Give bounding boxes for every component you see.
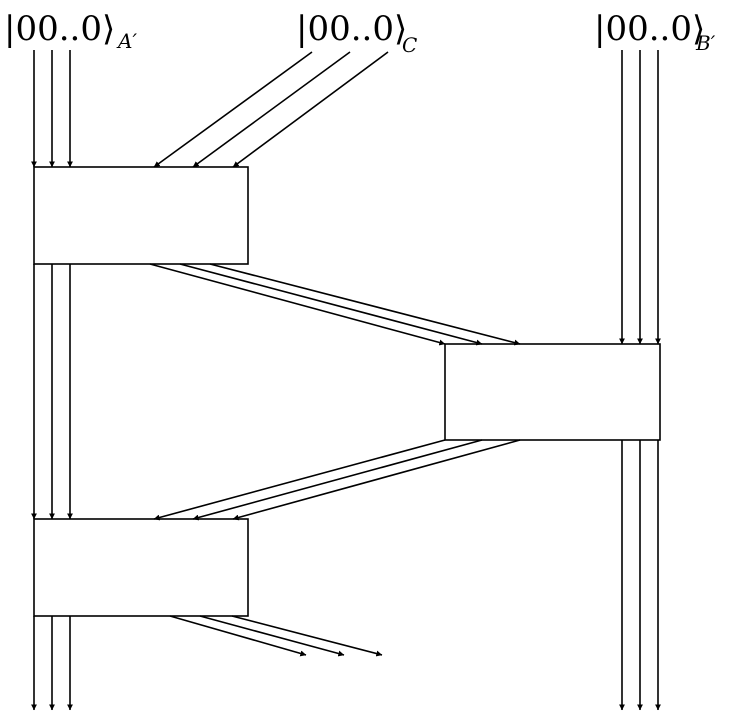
label-c-ket: |00..0⟩ xyxy=(296,9,407,49)
label-b-prime: |00..0⟩ B′ xyxy=(594,9,716,55)
box-bottom-left xyxy=(33,518,249,617)
wires-top-to-middle xyxy=(149,263,521,346)
label-a-sub: A′ xyxy=(116,29,137,53)
label-c-sub: C xyxy=(402,33,417,57)
label-b-sub: B′ xyxy=(695,31,716,55)
wires-a-input xyxy=(31,50,73,168)
label-b-ket: |00..0⟩ xyxy=(594,9,705,49)
wires-b-output xyxy=(619,440,661,711)
wires-middle-to-bottom xyxy=(153,439,521,521)
wires-a-middle xyxy=(31,264,73,520)
box-top-left xyxy=(33,166,249,265)
wires-c-input xyxy=(153,51,389,168)
label-a-prime: |00..0⟩ A′ xyxy=(4,9,137,53)
box-middle-right xyxy=(444,343,661,441)
label-a-ket: |00..0⟩ xyxy=(4,9,115,49)
wires-b-input xyxy=(619,50,661,345)
label-c: |00..0⟩ C xyxy=(296,9,417,57)
wires-a-output xyxy=(31,616,73,711)
wires-bottom-diagonal-output xyxy=(169,615,383,657)
